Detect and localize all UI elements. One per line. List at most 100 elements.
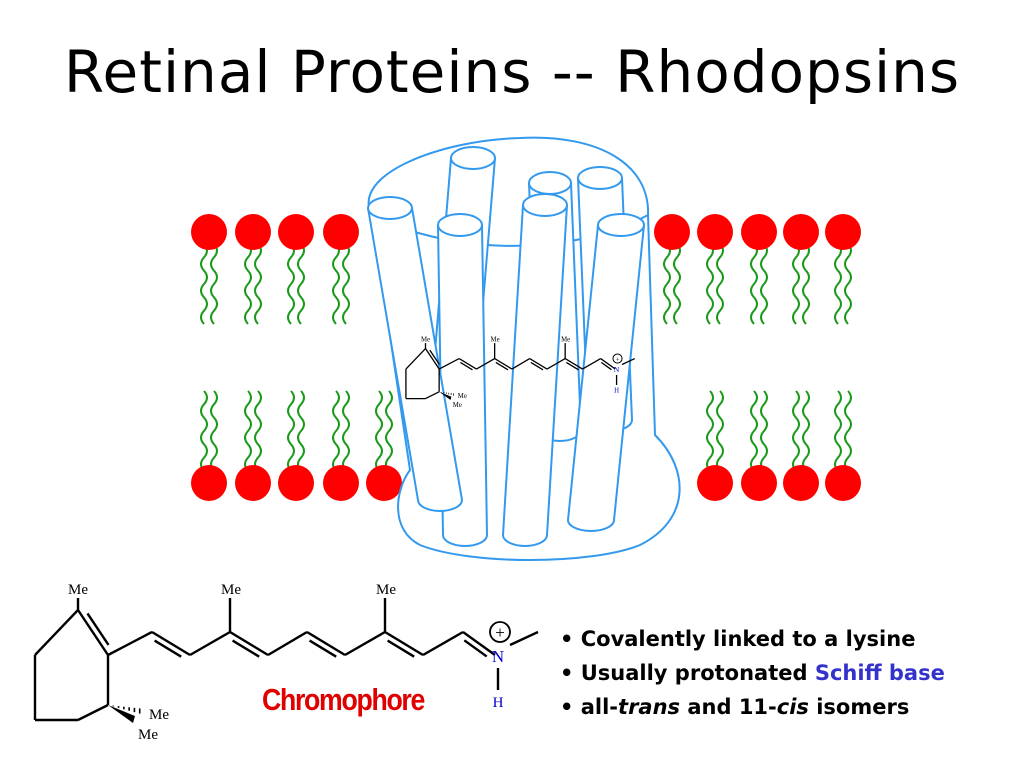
bond <box>384 630 424 657</box>
atom-label: Me <box>221 582 241 598</box>
bullet-marker: • <box>560 661 581 685</box>
bond <box>153 639 182 658</box>
lipid-head <box>783 214 819 250</box>
lipid-head <box>278 214 314 250</box>
bond <box>463 639 488 658</box>
lipid-tail <box>706 390 714 472</box>
lipid-head <box>825 214 861 250</box>
charge-circle <box>489 621 511 643</box>
lipid-head <box>654 214 690 250</box>
phospholipid-icon <box>654 214 690 325</box>
atom-label: Me <box>149 707 169 723</box>
lipid-tail <box>750 390 758 472</box>
phospholipid-icon <box>825 390 861 501</box>
bond <box>509 630 539 647</box>
lipid-head <box>191 214 227 250</box>
bullet-item: • Usually protonated Schiff base <box>560 658 945 692</box>
phospholipid-icon <box>191 390 227 501</box>
lipid-tail <box>844 243 852 325</box>
bullet-item: • Covalently linked to a lysine <box>560 624 945 658</box>
lipid-head <box>278 465 314 501</box>
bond <box>566 361 579 371</box>
lipid-bilayer <box>191 214 861 501</box>
atom-label: Me <box>458 393 467 400</box>
lipid-tail <box>834 390 842 472</box>
phospholipid-icon <box>323 214 359 325</box>
lipid-tail <box>716 390 724 472</box>
phospholipid-icon <box>278 214 314 325</box>
bond <box>151 630 191 657</box>
slide-title: Retinal Proteins -- Rhodopsins <box>63 38 961 106</box>
lipid-tail <box>834 243 842 325</box>
lipid-tail <box>706 243 714 325</box>
lipid-tail <box>210 243 218 325</box>
phospholipid-icon <box>741 390 777 501</box>
bond <box>231 639 260 658</box>
lipid-head <box>235 465 271 501</box>
lipid-tail <box>760 390 768 472</box>
lipid-tail <box>287 390 295 472</box>
lipid-tail <box>802 390 810 472</box>
bond <box>582 357 601 370</box>
lipid-tail <box>332 243 340 325</box>
lipid-tail <box>254 243 262 325</box>
bond <box>621 357 636 366</box>
bond <box>600 358 616 370</box>
bond <box>77 703 109 722</box>
bond <box>564 357 583 370</box>
atom-label: Me <box>491 336 500 343</box>
bond <box>476 357 495 370</box>
lipid-tail <box>792 390 800 472</box>
bond <box>458 357 477 370</box>
bullet-text: all- <box>580 695 619 719</box>
bullet-text: Schiff base <box>814 661 945 685</box>
phospholipid-icon <box>323 390 359 501</box>
bullet-text: Covalently linked to a lysine <box>580 627 916 651</box>
bond <box>306 630 346 657</box>
lipid-head <box>783 465 819 501</box>
phospholipid-icon <box>697 390 733 501</box>
lipid-head <box>323 465 359 501</box>
bond <box>546 357 566 370</box>
lipid-tail <box>244 390 252 472</box>
atom-label: N <box>614 365 620 374</box>
bond <box>529 357 548 370</box>
bond <box>422 630 464 657</box>
atom-label: Me <box>453 402 462 409</box>
phospholipid-icon <box>783 390 819 501</box>
phospholipid-icon <box>191 214 227 325</box>
lipid-tail <box>844 390 852 472</box>
wedge-bond <box>108 705 135 723</box>
bond <box>530 361 544 371</box>
bond <box>600 361 612 371</box>
lipid-tail <box>244 243 252 325</box>
bond <box>344 630 386 657</box>
lipid-tail <box>716 243 724 325</box>
lipid-head <box>697 214 733 250</box>
lipid-tail <box>792 243 800 325</box>
bullet-list: • Covalently linked to a lysine• Usually… <box>560 624 945 726</box>
lipid-tail <box>673 243 681 325</box>
bond <box>308 639 337 658</box>
lipid-tail <box>802 243 810 325</box>
lipid-tail <box>297 390 305 472</box>
bond <box>460 361 473 371</box>
phospholipid-icon <box>741 214 777 325</box>
chromophore-label: Chromophore <box>262 682 425 717</box>
bond <box>405 348 426 370</box>
bond <box>511 357 531 370</box>
charge-circle <box>612 353 623 364</box>
lipid-tail <box>342 390 350 472</box>
bullet-text: trans <box>618 695 681 719</box>
bullet-text: cis <box>776 695 809 719</box>
bond <box>107 630 153 657</box>
lipid-head <box>741 214 777 250</box>
atom-label: N <box>492 647 504 666</box>
helix-cylinder-icon <box>566 213 645 532</box>
atom-label: Me <box>421 336 430 343</box>
phospholipid-icon <box>366 390 402 501</box>
lipid-head <box>825 465 861 501</box>
lipid-tail <box>210 390 218 472</box>
lipid-tail <box>297 243 305 325</box>
